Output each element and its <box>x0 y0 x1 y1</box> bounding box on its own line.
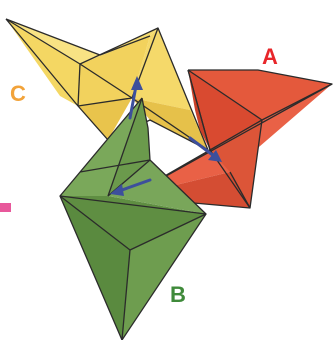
label-b: B <box>170 284 186 306</box>
piece-c <box>6 19 208 150</box>
pink-marker <box>0 203 11 212</box>
label-a: A <box>262 46 278 68</box>
label-c: C <box>10 83 26 105</box>
